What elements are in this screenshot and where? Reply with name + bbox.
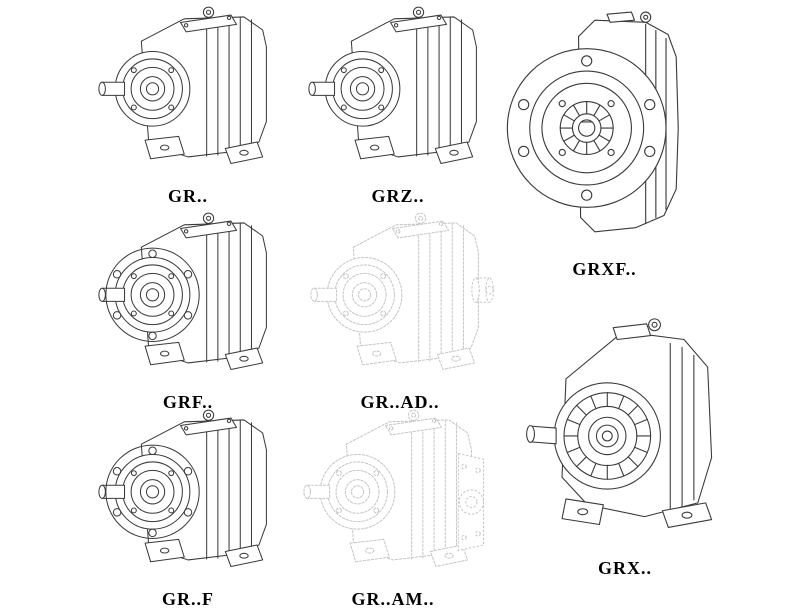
- grf-gearbox-drawing: [98, 212, 267, 370]
- grx-gearbox-drawing: [526, 318, 713, 529]
- gr-gearbox-drawing: [98, 6, 267, 164]
- grad-gearbox-drawing: [310, 212, 494, 370]
- figure-grz: GRZ..: [298, 2, 498, 207]
- figure-grad: GR..AD..: [295, 208, 505, 413]
- figure-grff: GR..F: [88, 405, 288, 610]
- figure-label-grf: GRF..: [162, 392, 214, 412]
- figure-grxf: GRXF..: [492, 6, 717, 280]
- grff-gearbox-drawing: [98, 409, 267, 567]
- gram-gearbox-drawing: [303, 409, 485, 567]
- figure-label-grx: GRX..: [598, 558, 652, 578]
- figure-label-grxf: GRXF..: [572, 259, 637, 279]
- grz-gearbox-drawing: [308, 6, 477, 164]
- grxf-gearbox-drawing: [506, 11, 679, 233]
- figure-label-gr: GR..: [168, 186, 208, 206]
- figure-gram: GR..AM..: [288, 405, 498, 610]
- figure-label-grz: GRZ..: [371, 186, 425, 206]
- figure-grx: GRX..: [495, 310, 755, 579]
- figure-label-grad: GR..AD..: [360, 392, 440, 412]
- figure-gr: GR..: [88, 2, 288, 207]
- figure-grf: GRF..: [88, 208, 288, 413]
